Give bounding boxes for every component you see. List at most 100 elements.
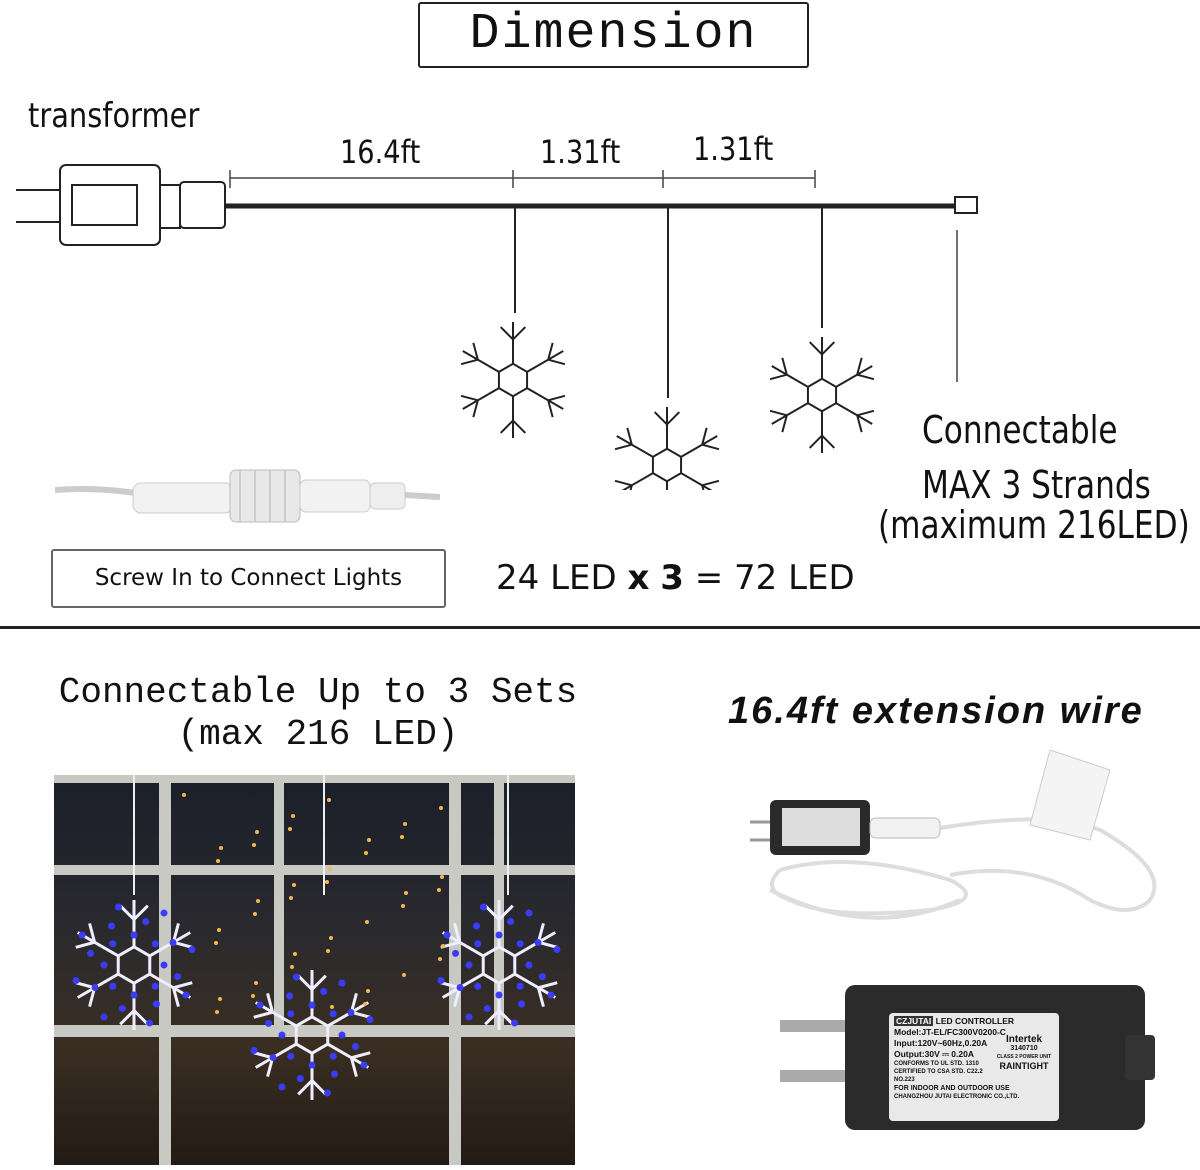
brand: CZJUTAI xyxy=(894,1016,934,1026)
label-heading: LED CONTROLLER xyxy=(935,1016,1015,1026)
warm-light xyxy=(327,798,331,802)
blue-led xyxy=(78,931,86,939)
blue-led xyxy=(553,945,561,953)
warm-light xyxy=(437,888,441,892)
snowflake-icon xyxy=(769,337,875,453)
blue-led xyxy=(287,1010,295,1018)
blue-led xyxy=(278,1083,286,1091)
warm-light xyxy=(214,941,218,945)
blue-led xyxy=(173,973,181,981)
warm-light xyxy=(290,965,294,969)
blue-led xyxy=(278,1031,286,1039)
plug-prong xyxy=(780,1070,845,1082)
blue-led xyxy=(130,991,138,999)
blue-led xyxy=(495,991,503,999)
blue-led xyxy=(518,1000,525,1008)
strand-count: 3 xyxy=(660,558,684,598)
blue-led xyxy=(265,1019,273,1027)
input-rating: Input:120V~60Hz,0.20A xyxy=(894,1038,988,1048)
blue-led xyxy=(465,961,473,969)
transformer-label: transformer xyxy=(28,96,200,136)
blue-led xyxy=(308,1001,316,1009)
drop-wires xyxy=(514,208,823,398)
blue-led xyxy=(534,939,542,946)
extension-wire-title: 16.4ft extension wire xyxy=(728,690,1144,732)
blue-led xyxy=(331,1070,338,1078)
blue-led xyxy=(151,940,159,948)
warm-light xyxy=(293,952,297,956)
led-per-strand: 24 LED xyxy=(496,558,617,598)
blue-led xyxy=(437,977,445,985)
warm-light xyxy=(366,989,370,993)
blue-led xyxy=(269,1054,277,1061)
blue-led xyxy=(108,922,115,930)
blue-led xyxy=(160,909,168,917)
blue-led xyxy=(114,903,122,911)
warm-light xyxy=(440,875,444,879)
blue-led xyxy=(329,1010,337,1018)
connectable-sets-subtitle: (max 216 LED) xyxy=(177,714,459,755)
segment-label-2: 1.31ft xyxy=(540,133,621,171)
blue-led xyxy=(516,940,524,948)
led-formula: 24 LED x 3 = 72 LED xyxy=(496,558,855,598)
blue-led xyxy=(351,1043,359,1051)
blue-led xyxy=(320,988,328,996)
max-led-label: (maximum 216LED) xyxy=(878,503,1190,547)
blue-led xyxy=(516,982,524,990)
blue-led xyxy=(87,949,95,957)
strand-diagram xyxy=(16,164,978,490)
power-adapter-photo: CZJUTAI LED CONTROLLER Model:JT-EL/FC300… xyxy=(780,985,1155,1130)
intertek-number: 3140710 xyxy=(1010,1045,1038,1052)
warm-light xyxy=(292,883,296,887)
adapter-cable-socket xyxy=(1125,1035,1155,1080)
warm-light xyxy=(438,957,442,961)
blue-led xyxy=(130,931,138,939)
window-snowflake-photo xyxy=(54,775,575,1165)
warm-light xyxy=(253,912,257,916)
lit-snowflake xyxy=(253,970,371,1100)
dimension-line xyxy=(229,170,816,188)
equals-sign: = xyxy=(694,558,724,598)
plug-prong xyxy=(780,1020,845,1032)
blue-led xyxy=(360,1061,368,1069)
blue-led xyxy=(473,922,480,930)
screw-connect-label: Screw In to Connect Lights xyxy=(51,549,446,608)
blue-led xyxy=(286,992,293,1000)
warm-light xyxy=(219,846,223,850)
snowflake-icon xyxy=(614,407,720,490)
blue-led xyxy=(495,931,503,939)
segment-label-1: 16.4ft xyxy=(340,133,421,171)
connectable-sets-title: Connectable Up to 3 Sets xyxy=(58,672,578,713)
blue-led xyxy=(72,977,80,985)
warm-light xyxy=(329,936,333,940)
segment-label-3: 1.31ft xyxy=(693,130,774,168)
warm-light xyxy=(216,859,220,863)
warm-light xyxy=(439,806,443,810)
dimension-title: Dimension xyxy=(418,2,809,68)
warm-light xyxy=(367,838,371,842)
warm-light xyxy=(365,920,369,924)
section-divider xyxy=(0,626,1200,629)
blue-led xyxy=(452,949,460,957)
blue-led xyxy=(182,991,190,999)
led-total: 72 LED xyxy=(734,558,855,598)
warm-light xyxy=(289,896,293,900)
warm-light xyxy=(215,1010,219,1014)
blue-led xyxy=(256,1001,264,1009)
blue-led xyxy=(146,1019,154,1027)
warm-light xyxy=(182,793,186,797)
extension-wire-photo xyxy=(750,750,1157,920)
lit-snowflake xyxy=(440,900,558,1030)
certified: CERTIFIED TO CSA STD. C22.2 NO.223 xyxy=(894,1069,983,1083)
blue-led xyxy=(296,1074,304,1082)
warm-light xyxy=(326,949,330,953)
blue-led xyxy=(483,1004,491,1012)
blue-led xyxy=(250,1047,258,1055)
transformer-icon xyxy=(16,164,226,246)
warm-light xyxy=(252,843,256,847)
max-strands-label: MAX 3 Strands xyxy=(922,463,1151,507)
blue-led xyxy=(525,909,533,917)
class-2: CLASS 2 POWER UNIT xyxy=(996,1054,1052,1060)
blue-led xyxy=(292,973,300,981)
blue-led xyxy=(507,918,515,926)
